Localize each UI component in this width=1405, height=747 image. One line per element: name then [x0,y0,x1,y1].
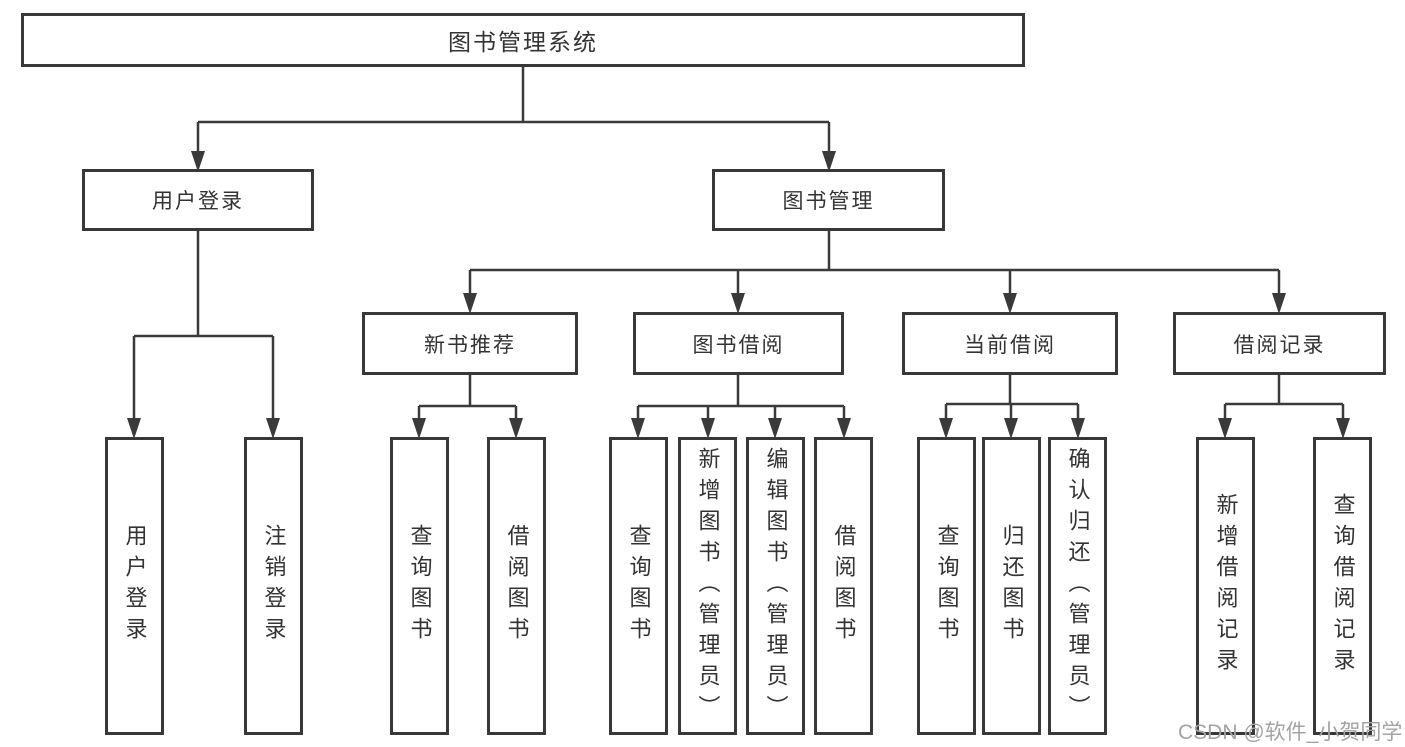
leaf-label: 新增图书（管理员） [695,446,721,726]
node-new-book-recommendation: 新书推荐 [362,312,578,375]
leaf-label: 归还图书 [999,524,1025,648]
leaf-label: 注销登录 [261,524,287,648]
node-newbook-query-books: 查询图书 [390,437,449,735]
leaf-label: 用户登录 [122,524,148,648]
leaf-label: 编辑图书（管理员） [763,446,789,726]
node-records-query-record: 查询借阅记录 [1313,437,1372,735]
node-current-return-books: 归还图书 [982,437,1041,735]
leaf-label: 新增借阅记录 [1213,493,1239,679]
node-borrow-borrow-books: 借阅图书 [814,437,873,735]
node-leaf-user-login: 用户登录 [105,437,164,735]
node-leaf-logout: 注销登录 [244,437,303,735]
node-borrowing-records: 借阅记录 [1173,312,1386,375]
leaf-label: 确认归还（管理员） [1065,446,1091,726]
node-library-management-system: 图书管理系统 [21,13,1025,67]
node-newbook-borrow-books: 借阅图书 [487,437,546,735]
node-user-login: 用户登录 [82,169,314,231]
leaf-label: 借阅图书 [504,524,530,648]
node-current-confirm-return-admin: 确认归还（管理员） [1048,437,1107,735]
leaf-label: 查询图书 [407,524,433,648]
leaf-label: 借阅图书 [831,524,857,648]
node-book-borrowing: 图书借阅 [633,312,844,375]
csdn-watermark: CSDN @软件_小贺同学 [1178,721,1403,744]
node-current-query-books: 查询图书 [917,437,976,735]
leaf-label: 查询图书 [934,524,960,648]
leaf-label: 查询图书 [626,524,652,648]
node-borrow-query-books: 查询图书 [609,437,668,735]
node-records-add-record: 新增借阅记录 [1196,437,1255,735]
node-borrow-add-books-admin: 新增图书（管理员） [678,437,737,735]
leaf-label: 查询借阅记录 [1330,493,1356,679]
node-borrow-edit-books-admin: 编辑图书（管理员） [746,437,805,735]
node-current-borrowing: 当前借阅 [902,312,1118,375]
node-book-management: 图书管理 [712,169,945,231]
